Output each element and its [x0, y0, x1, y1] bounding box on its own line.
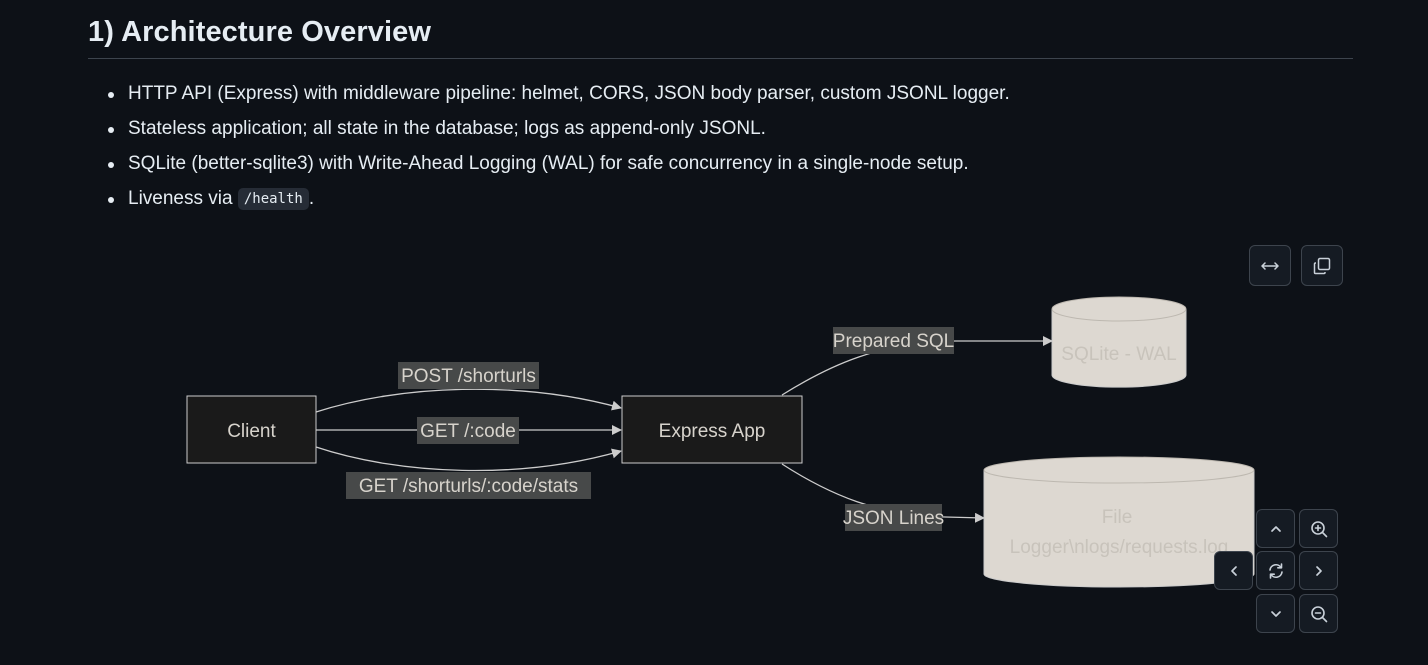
- svg-text:Client: Client: [227, 421, 276, 442]
- bullet-list: HTTP API (Express) with middleware pipel…: [108, 82, 1010, 222]
- edge-post: [315, 388, 622, 413]
- edge-label-get-stats: GET /shorturls/:code/stats: [346, 472, 591, 499]
- bullet-text: Stateless application; all state in the …: [128, 118, 766, 139]
- svg-text:File: File: [1102, 507, 1133, 528]
- bullet-dot: [108, 127, 114, 133]
- expand-icon: [1261, 261, 1279, 270]
- bullet-item: SQLite (better-sqlite3) with Write-Ahead…: [108, 152, 1010, 187]
- svg-text:POST /shorturls: POST /shorturls: [401, 366, 536, 387]
- zoom-in-button[interactable]: [1299, 509, 1338, 548]
- bullet-text: HTTP API (Express) with middleware pipel…: [128, 83, 1010, 104]
- node-sqlite-wal: SQLite - WAL: [1051, 296, 1187, 388]
- svg-text:SQLite - WAL: SQLite - WAL: [1061, 344, 1176, 365]
- copy-icon: [1313, 257, 1331, 274]
- edge-label-json-lines: JSON Lines: [843, 504, 944, 531]
- pan-left-icon: [1230, 565, 1237, 576]
- svg-text:Logger\nlogs/requests.log: Logger\nlogs/requests.log: [1010, 537, 1229, 558]
- edge-label-prepared-sql: Prepared SQL: [833, 327, 954, 354]
- bullet-text: SQLite (better-sqlite3) with Write-Ahead…: [128, 153, 969, 174]
- svg-text:GET /:code: GET /:code: [420, 421, 516, 442]
- bullet-item: Stateless application; all state in the …: [108, 117, 1010, 152]
- pan-down-button[interactable]: [1256, 594, 1295, 633]
- bullet-text: Liveness via: [128, 188, 238, 209]
- bullet-dot: [108, 197, 114, 203]
- section-heading: 1) Architecture Overview: [88, 12, 1353, 59]
- bullet-dot: [108, 162, 114, 168]
- bullet-dot: [108, 92, 114, 98]
- node-client: Client: [186, 395, 317, 464]
- edge-label-get-code: GET /:code: [417, 417, 519, 444]
- pan-down-icon: [1270, 610, 1281, 617]
- pan-up-icon: [1270, 525, 1281, 532]
- edge-get-stats: [315, 446, 622, 472]
- reset-view-button[interactable]: [1256, 551, 1295, 590]
- svg-text:Prepared SQL: Prepared SQL: [833, 331, 954, 352]
- pan-up-button[interactable]: [1256, 509, 1295, 548]
- pan-right-icon: [1315, 565, 1322, 576]
- zoom-in-icon: [1310, 520, 1327, 537]
- edge-label-post: POST /shorturls: [398, 362, 539, 389]
- expand-button[interactable]: [1249, 245, 1291, 286]
- svg-text:JSON Lines: JSON Lines: [843, 508, 944, 529]
- zoom-out-icon: [1310, 605, 1327, 622]
- bullet-text-suffix: .: [308, 188, 315, 209]
- copy-button[interactable]: [1301, 245, 1343, 286]
- node-file-logger: File Logger\nlogs/requests.log: [983, 456, 1255, 588]
- bullet-item: HTTP API (Express) with middleware pipel…: [108, 82, 1010, 117]
- svg-text:GET /shorturls/:code/stats: GET /shorturls/:code/stats: [359, 476, 578, 497]
- inline-code: /health: [237, 188, 309, 210]
- node-express-app: Express App: [621, 395, 803, 464]
- reset-icon: [1268, 562, 1283, 579]
- zoom-out-button[interactable]: [1299, 594, 1338, 633]
- pan-right-button[interactable]: [1299, 551, 1338, 590]
- pan-left-button[interactable]: [1214, 551, 1253, 590]
- bullet-item: Liveness via /health.: [108, 187, 1010, 222]
- svg-text:Express App: Express App: [659, 421, 766, 442]
